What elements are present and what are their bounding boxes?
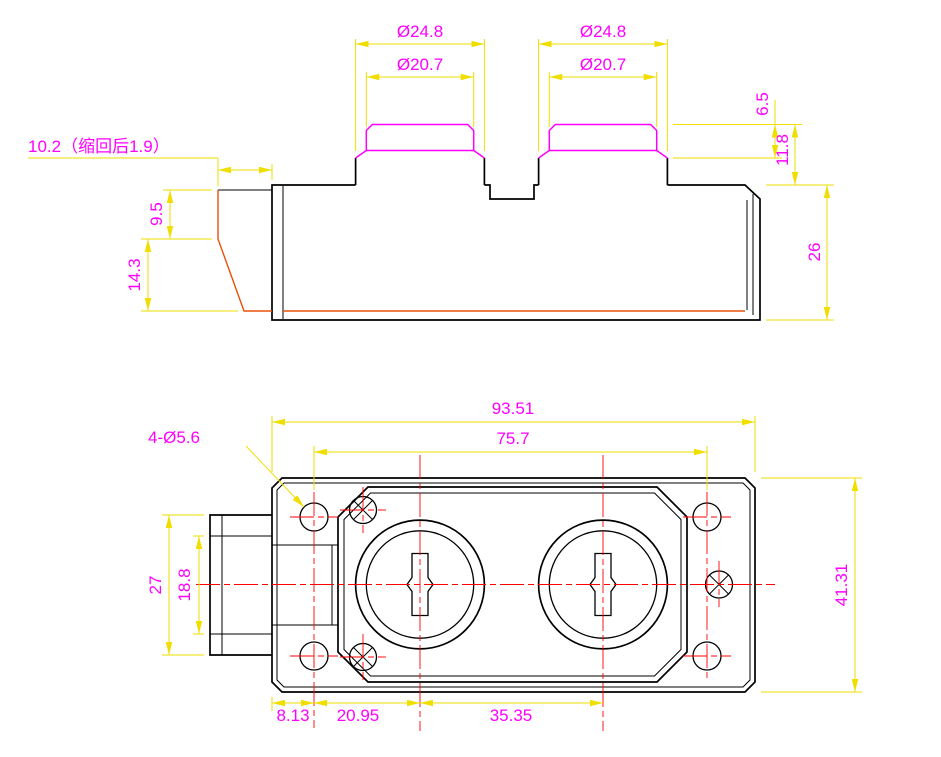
dim-body-height: 26 bbox=[766, 185, 834, 321]
center-lines bbox=[196, 455, 775, 731]
dim-text-boss2-inner: Ø20.7 bbox=[580, 55, 626, 74]
dim-plunger-inner-width: 18.8 bbox=[175, 535, 204, 635]
dim-text-plunger-outer: 27 bbox=[146, 576, 165, 595]
dim-bottom-row: 8.13 20.95 35.35 bbox=[271, 697, 603, 725]
dim-text-plunger-upper: 9.5 bbox=[147, 202, 166, 226]
side-view: Ø24.8 Ø20.7 Ø24.8 Ø20.7 10.2（缩回后1.9） bbox=[28, 22, 834, 321]
center-body-outline bbox=[337, 486, 688, 683]
dim-text-boss1-outer: Ø24.8 bbox=[397, 22, 443, 41]
dim-boss2-outer-dia: Ø24.8 bbox=[538, 22, 668, 151]
dim-text-cap-height: 6.5 bbox=[753, 92, 772, 116]
dim-boss1-inner-dia: Ø20.7 bbox=[365, 55, 475, 127]
dim-text-boss-height: 11.8 bbox=[773, 134, 792, 166]
dim-text-boss2-outer: Ø24.8 bbox=[580, 22, 626, 41]
dim-plunger-lower-height: 14.3 bbox=[125, 239, 238, 312]
boss1-cap-highlight bbox=[355, 123, 485, 159]
dim-text-plunger-inner: 18.8 bbox=[175, 568, 194, 601]
side-body-notch bbox=[484, 184, 539, 200]
boss2-cap-highlight bbox=[538, 123, 668, 159]
dim-plunger-upper-height: 9.5 bbox=[141, 189, 212, 240]
dim-text-overall-height: 41.31 bbox=[832, 564, 851, 607]
dim-text-body-height: 26 bbox=[805, 243, 824, 262]
dim-plunger-travel: 10.2（缩回后1.9） bbox=[28, 137, 273, 186]
dim-overall-width: 93.51 bbox=[271, 399, 756, 472]
dim-boss-height: 11.8 bbox=[766, 124, 834, 186]
dim-text-hole-note: 4-Ø5.6 bbox=[148, 428, 200, 447]
dim-plunger-outer-width: 27 bbox=[146, 514, 204, 656]
socket2-key-slot bbox=[589, 552, 617, 617]
dim-text-overall-width: 93.51 bbox=[492, 399, 535, 418]
dim-boss1-outer-dia: Ø24.8 bbox=[355, 22, 485, 151]
dim-text-hole-to-socket: 20.95 bbox=[337, 706, 380, 725]
dim-overall-height: 41.31 bbox=[761, 477, 862, 693]
flange-outline bbox=[271, 477, 756, 693]
dim-cap-height: 6.5 bbox=[673, 92, 802, 159]
center-body-inner-line bbox=[343, 492, 682, 677]
leader-line bbox=[245, 445, 305, 508]
dim-text-hole-spacing: 75.7 bbox=[496, 429, 529, 448]
plunger-outline-highlight bbox=[217, 190, 272, 312]
side-view-body bbox=[271, 158, 761, 321]
plan-view: 93.51 75.7 4-Ø5.6 41.31 27 18 bbox=[146, 399, 862, 731]
dim-text-edge-to-hole: 8.13 bbox=[276, 706, 309, 725]
dim-mount-hole-spacing: 75.7 bbox=[313, 429, 708, 490]
dim-text-boss1-inner: Ø20.7 bbox=[397, 55, 443, 74]
side-body-outline bbox=[271, 184, 761, 321]
plan-plunger-outline bbox=[209, 514, 272, 656]
dim-boss2-inner-dia: Ø20.7 bbox=[548, 55, 658, 127]
mount-hole-callout: 4-Ø5.6 bbox=[148, 428, 305, 508]
flange-inner-line bbox=[276, 482, 751, 688]
dim-text-plunger-travel: 10.2（缩回后1.9） bbox=[28, 137, 170, 156]
socket1-key-slot bbox=[406, 552, 434, 617]
dim-text-socket-spacing: 35.35 bbox=[490, 706, 533, 725]
side-view-boss-caps bbox=[355, 123, 668, 159]
side-view-plunger bbox=[217, 189, 272, 312]
dim-text-plunger-lower: 14.3 bbox=[125, 258, 144, 291]
plan-view-body bbox=[209, 477, 756, 693]
